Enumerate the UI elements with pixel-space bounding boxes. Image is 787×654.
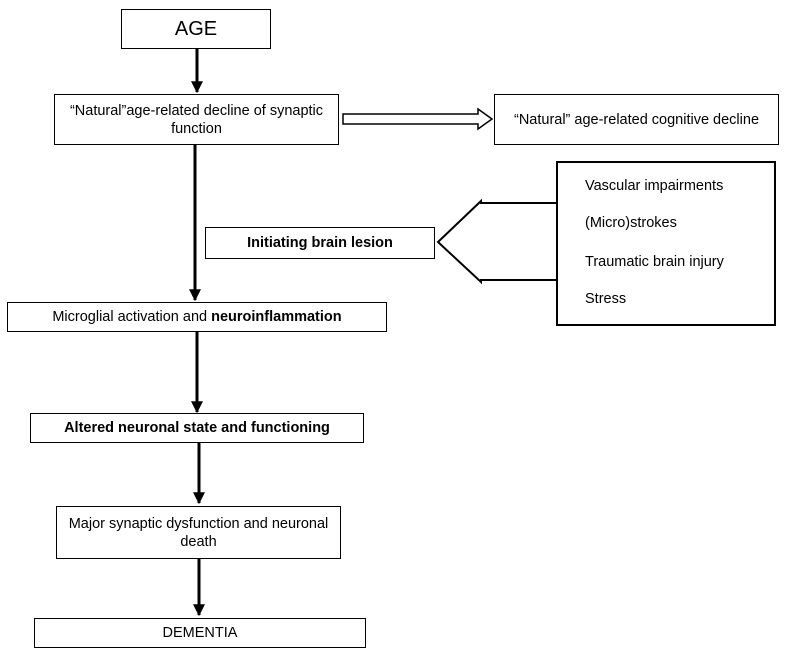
risk-factor-traumatic-brain-injury: Traumatic brain injury bbox=[585, 254, 724, 270]
node-microglial-bold: neuroinflammation bbox=[211, 309, 342, 325]
node-natural-cognitive-decline-label: “Natural” age-related cognitive decline bbox=[513, 111, 760, 128]
risk-factors-box bbox=[556, 161, 776, 326]
risk-factor-vascular: Vascular impairments bbox=[585, 178, 724, 194]
node-initiating-brain-lesion-label: Initiating brain lesion bbox=[247, 235, 393, 251]
node-major-synaptic-dysfunction-label: Major synaptic dysfunction and neuronal … bbox=[68, 515, 329, 550]
node-altered-neuronal-state: Altered neuronal state and functioning bbox=[30, 413, 364, 443]
node-age: AGE bbox=[121, 9, 271, 49]
node-initiating-brain-lesion: Initiating brain lesion bbox=[205, 227, 435, 259]
node-microglial-prefix: Microglial activation and bbox=[52, 309, 212, 325]
node-natural-synaptic-decline: “Natural”age-related decline of synaptic… bbox=[54, 94, 339, 145]
node-natural-cognitive-decline: “Natural” age-related cognitive decline bbox=[494, 94, 779, 145]
node-dementia: DEMENTIA bbox=[34, 618, 366, 648]
node-age-label: AGE bbox=[174, 18, 218, 40]
risk-factor-stress: Stress bbox=[585, 291, 627, 307]
node-microglial-activation: Microglial activation and neuroinflammat… bbox=[7, 302, 387, 332]
node-dementia-label: DEMENTIA bbox=[162, 625, 238, 641]
node-natural-synaptic-decline-label: “Natural”age-related decline of synaptic… bbox=[69, 102, 324, 137]
node-major-synaptic-dysfunction: Major synaptic dysfunction and neuronal … bbox=[56, 506, 341, 559]
node-altered-neuronal-state-label: Altered neuronal state and functioning bbox=[64, 420, 330, 436]
hollow-arrow-risk-factors-to-lesion bbox=[436, 198, 557, 285]
hollow-arrow-to-cognitive-decline bbox=[342, 107, 494, 131]
risk-factor-microstrokes: (Micro)strokes bbox=[585, 215, 677, 231]
